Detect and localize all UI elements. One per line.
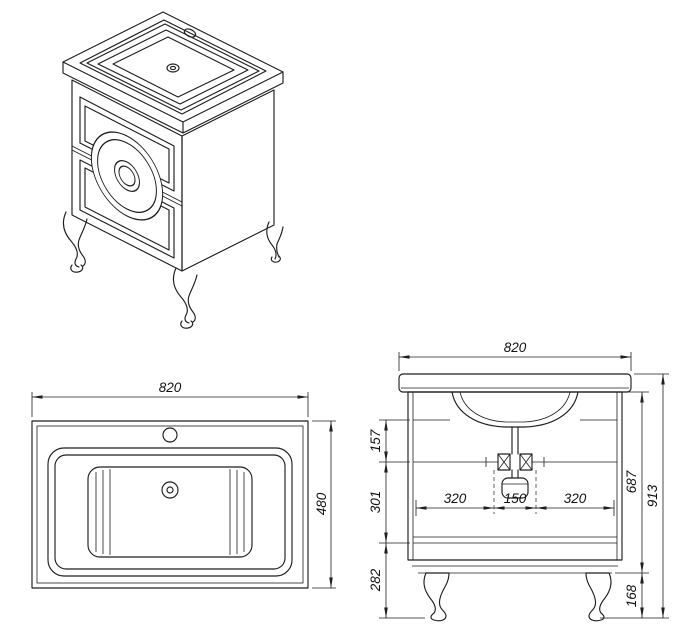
faucet-hole: [183, 28, 197, 38]
leg-curve: [276, 226, 284, 258]
valve-handles: [485, 457, 545, 467]
valve-flange-left: [497, 453, 511, 471]
bowl-outer: [451, 391, 579, 428]
dim-plan-width: 820: [159, 380, 182, 395]
leg-curve: [172, 267, 190, 324]
dim-front-middle: 301: [368, 491, 383, 514]
cabinet-body: [407, 391, 623, 561]
faucet-hole: [162, 427, 178, 443]
drawer-split-lines: [413, 536, 617, 544]
leg-foot: [180, 320, 194, 329]
valve-assembly: [497, 453, 533, 471]
leg-front-left: [423, 572, 450, 622]
leg-shape: [423, 572, 450, 622]
dimension-front-total-height: 913: [600, 373, 669, 619]
leg-shape: [585, 572, 612, 622]
dim-front-left-span: 320: [444, 491, 467, 506]
basin-slats-right: [229, 469, 245, 555]
dim-plan-depth: 480: [314, 492, 329, 515]
drain-pipe: [511, 426, 519, 479]
basin-rim-inner: [86, 23, 260, 111]
front-view: 820 157 301 282 320 150 320 687: [368, 340, 669, 622]
dim-front-right-span: 320: [564, 491, 587, 506]
trap-body: [501, 477, 529, 499]
dim-front-leg-height: 168: [624, 584, 639, 607]
sink-outline: [31, 420, 309, 589]
valve-flange-cross: [497, 453, 511, 471]
basin-slats-left: [95, 469, 111, 555]
drain-hole: [161, 481, 179, 499]
dimension-front-leg-height: 168: [624, 573, 644, 618]
dim-front-center-span: 150: [504, 491, 527, 506]
drawer-upper-molding-outer: [79, 96, 175, 192]
dim-front-upper: 157: [368, 429, 383, 452]
leg-front-left: [62, 211, 88, 273]
drain-hole: [166, 63, 180, 73]
leg-curve: [187, 274, 198, 323]
dim-front-lower: 282: [368, 568, 383, 592]
drain-hole-inner: [166, 486, 174, 494]
plan-view: 820 480: [31, 380, 336, 589]
dim-front-total-height: 913: [645, 484, 660, 507]
dimension-plan-width: 820: [31, 380, 309, 417]
cabinet-inner-walls: [412, 392, 618, 560]
bowl-inner: [459, 391, 571, 423]
drawer-upper-molding-inner: [84, 105, 170, 184]
base-lines: [412, 565, 618, 574]
countertop: [398, 373, 632, 393]
dimension-plan-depth: 480: [312, 420, 336, 589]
cabinet-side-face: [181, 89, 275, 272]
siphon-trap: [501, 477, 529, 499]
extension-line: [31, 392, 309, 417]
dimension-front-spans: 320 150 320: [415, 491, 615, 516]
leg-foot: [70, 264, 84, 273]
dimension-front-left-stack: 157 301 282: [368, 419, 425, 619]
dim-front-cabinet-height: 687: [624, 470, 639, 493]
basin-bottom: [87, 466, 253, 558]
extension-line: [398, 352, 632, 371]
knob-inner: [118, 165, 136, 187]
basin-wall: [97, 29, 249, 105]
drain-hole-inner: [169, 65, 177, 71]
ring-ornament: [90, 131, 164, 221]
dimension-front-width: 820: [398, 340, 632, 371]
extension-line: [379, 419, 425, 619]
isometric-view: [62, 11, 284, 329]
basin-rim-outer: [47, 447, 293, 577]
leg-foot: [270, 255, 281, 263]
sink-edge-inner-line: [36, 425, 304, 584]
counter-edge-band: [62, 61, 284, 134]
leg-front-right: [585, 572, 612, 622]
leg-curve: [77, 218, 88, 267]
basin-bottom: [112, 36, 235, 98]
knob-outer: [114, 159, 140, 193]
leg-back-right: [266, 221, 284, 263]
dim-front-width: 820: [504, 340, 527, 355]
basin-rim-inner: [54, 454, 286, 570]
leg-front-right: [172, 267, 198, 329]
dimension-front-cabinet-height: 687: [615, 391, 649, 574]
leg-curve: [266, 221, 277, 260]
leg-curve: [62, 211, 80, 268]
valve-flange-cross: [519, 453, 533, 471]
valve-flange-right: [519, 453, 533, 471]
basin-rim-outer: [79, 19, 267, 115]
